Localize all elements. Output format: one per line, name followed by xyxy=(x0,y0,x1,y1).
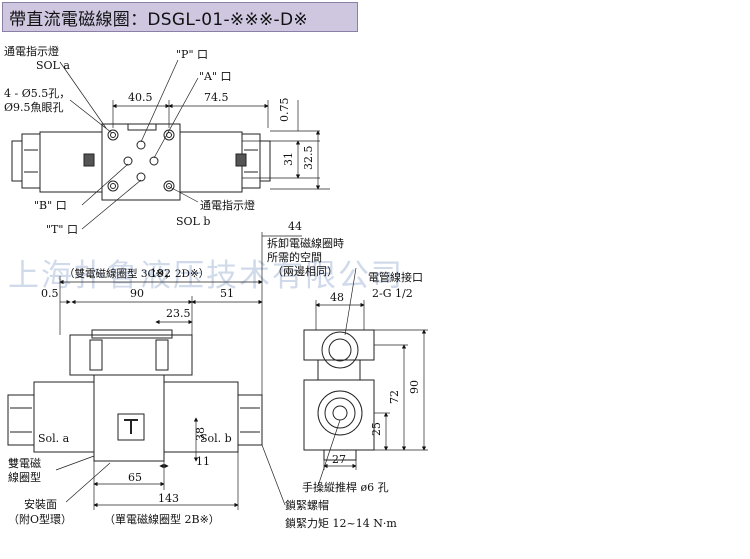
side-view xyxy=(261,232,428,487)
mount-label-2: （附O型環） xyxy=(8,512,72,526)
dim-27: 27 xyxy=(332,453,346,466)
side-view-labels: 44 拆卸電磁線圈時 所需的空間 （兩邊相同） 電管線接口 2-G 1/2 48… xyxy=(267,220,423,494)
dim-32-5: 32.5 xyxy=(302,146,315,171)
double-coil-note: （雙電磁線圈型 3C※，2D※） xyxy=(64,267,209,280)
front-view xyxy=(7,276,286,510)
lock-nut-label-2: 鎖緊力矩 12~14 N·m xyxy=(285,516,397,530)
bolt-label-1: 4 - Ø5.5孔， xyxy=(4,87,70,100)
top-view-labels: 通電指示燈 SOL a 4 - Ø5.5孔， Ø9.5魚眼孔 "P" 口 "A"… xyxy=(4,44,315,236)
dim-143: 143 xyxy=(158,492,179,505)
front-view-labels: 192 （雙電磁線圈型 3C※，2D※） 0.5 90 51 23.5 38 1… xyxy=(8,267,397,530)
sol-a-tag: Sol. a xyxy=(38,432,70,445)
dim-23-5: 23.5 xyxy=(166,307,191,320)
dim-0-5: 0.5 xyxy=(41,287,59,300)
sol-a-label-1: 通電指示燈 xyxy=(4,44,59,58)
mount-label-1: 安裝面 xyxy=(24,497,57,511)
double-coil-label-2: 線圈型 xyxy=(8,470,41,484)
dim-44: 44 xyxy=(288,220,302,233)
dim-72: 72 xyxy=(388,390,401,404)
double-coil-label-1: 雙電磁 xyxy=(8,457,41,470)
removal-label-1: 拆卸電磁線圈時 xyxy=(267,236,344,250)
sol-b-label-1: 通電指示燈 xyxy=(200,198,255,212)
top-view xyxy=(11,59,330,230)
dim-51: 51 xyxy=(220,287,234,300)
sol-a-label-2: SOL a xyxy=(36,59,70,72)
removal-label-3: （兩邊相同） xyxy=(272,264,338,278)
title-bar: 帶直流電磁線圈：DSGL-01-※※※-D※ xyxy=(2,2,358,32)
page-title: 帶直流電磁線圈：DSGL-01-※※※-D※ xyxy=(9,9,308,30)
conduit-label-1: 電管線接口 xyxy=(368,270,423,284)
conduit-label-2: 2-G 1/2 xyxy=(372,287,413,300)
dim-38: 38 xyxy=(194,427,207,441)
dim-65: 65 xyxy=(128,471,142,484)
bolt-label-2: Ø9.5魚眼孔 xyxy=(4,101,64,114)
manual-pin-label: 手操縱推桿 ø6 孔 xyxy=(302,480,389,494)
port-t-label: "T" 口 xyxy=(46,223,78,236)
dim-192: 192 xyxy=(150,267,171,280)
dim-40-5: 40.5 xyxy=(128,91,153,104)
sol-b-label-2: SOL b xyxy=(176,215,210,228)
dim-0-75: 0.75 xyxy=(278,98,291,123)
dim-48: 48 xyxy=(330,291,344,304)
dim-90-side: 90 xyxy=(408,380,421,394)
dim-74-5: 74.5 xyxy=(204,91,229,104)
removal-label-2: 所需的空間 xyxy=(267,250,322,264)
port-b-label: "B" 口 xyxy=(34,199,67,212)
single-coil-note: （單電磁線圈型 2B※） xyxy=(104,512,220,526)
port-p-label: "P" 口 xyxy=(176,48,208,61)
sol-b-tag: Sol. b xyxy=(200,432,232,445)
lock-nut-label-1: 鎖緊螺帽 xyxy=(285,498,329,512)
dim-25: 25 xyxy=(370,422,383,436)
dim-31: 31 xyxy=(282,152,295,166)
watermark: 上海扑鲁液压技术有限公司 xyxy=(8,258,404,294)
dim-11: 11 xyxy=(196,455,210,468)
dim-90: 90 xyxy=(130,287,144,300)
port-a-label: "A" 口 xyxy=(199,70,232,83)
